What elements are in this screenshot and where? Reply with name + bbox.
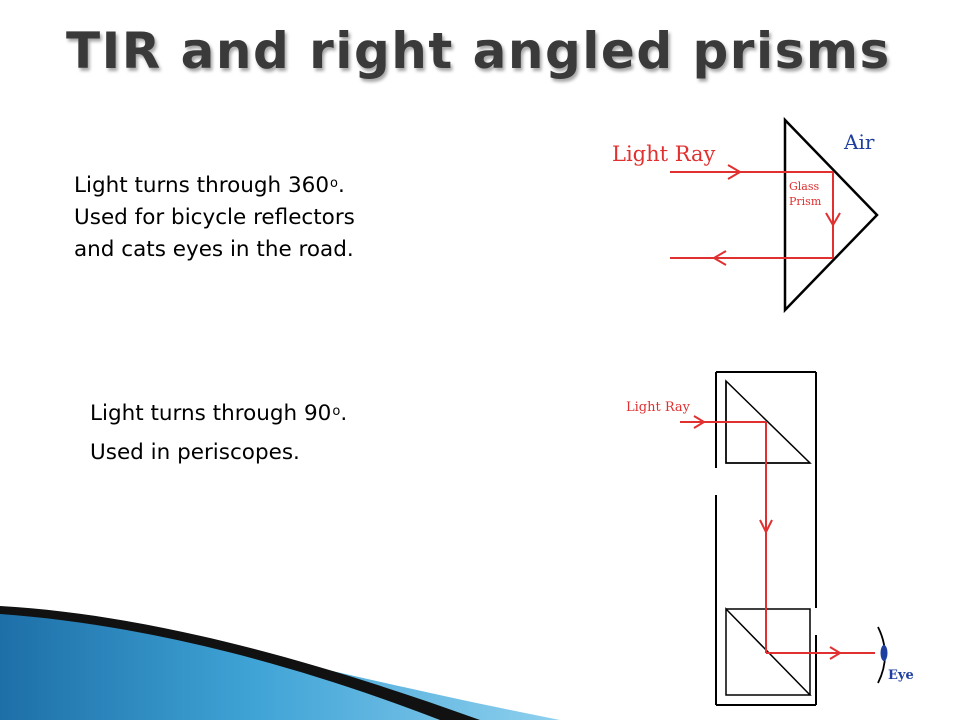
slide-title: TIR and right angled prisms [66, 22, 891, 80]
light-ray-path [680, 415, 875, 660]
label-light-ray: Light Ray [612, 142, 716, 166]
arrowhead-vertical [759, 519, 773, 535]
periscope-diagram: Light Ray Eye [626, 371, 914, 706]
glass-prism-triangle [783, 116, 879, 314]
arrowhead-outgoing [829, 646, 842, 660]
retroreflector-description: Light turns through 360o. Used for bicyc… [74, 168, 355, 266]
periscope-line-2: Used in periscopes. [90, 440, 300, 465]
label-eye: Eye [888, 668, 914, 683]
label-light-ray: Light Ray [626, 400, 691, 415]
label-prism: Prism [789, 195, 822, 208]
bottom-prism-square [726, 608, 811, 695]
retroreflector-diagram: Light Ray Air Glass Prism [612, 116, 879, 314]
light-ray-path [670, 164, 841, 266]
arrowhead-outgoing [712, 250, 727, 266]
arrowhead-incoming [727, 164, 742, 180]
degree-symbol: o [330, 176, 338, 191]
retro-line-3: and cats eyes in the road. [74, 237, 354, 262]
label-glass: Glass [789, 180, 820, 193]
label-air: Air [843, 130, 875, 154]
eye-icon [877, 626, 888, 684]
decorative-swoosh [0, 606, 560, 720]
periscope-line-1: Light turns through 90o. [90, 392, 347, 433]
swoosh-dark-stroke [0, 606, 480, 720]
retro-line-2: Used for bicycle reflectors [74, 205, 355, 230]
arrowhead-incoming [693, 415, 706, 429]
retro-line-1-text: Light turns through 360 [74, 173, 330, 198]
arrowhead-internal [825, 212, 841, 227]
periscope-description: Light turns through 90o. Used in perisco… [90, 392, 347, 472]
periscope-line-1-text: Light turns through 90 [90, 401, 332, 426]
degree-symbol: o [332, 404, 341, 419]
retro-line-1-tail: . [338, 173, 345, 198]
retro-line-1: Light turns through 360o. [74, 168, 355, 202]
periscope-line-1-tail: . [340, 401, 348, 426]
periscope-tube [715, 371, 817, 706]
